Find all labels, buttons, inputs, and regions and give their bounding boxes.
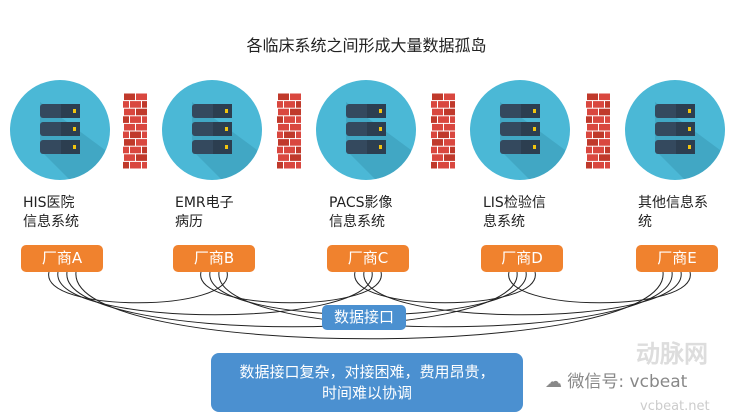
system-label-line1: LIS检验信 [483, 195, 546, 211]
firewall-brick-icon [272, 93, 313, 169]
summary-note: 数据接口复杂，对接困难，费用昂贵， 时间难以协调 [211, 353, 523, 412]
firewall-brick-icon [118, 93, 159, 169]
vendor-badge: 厂商A [21, 245, 103, 272]
vendor-badge: 厂商E [636, 245, 718, 272]
watermark-site: vcbeat.net [640, 399, 710, 414]
system-label-line2: 信息系统 [23, 214, 79, 230]
system-label: EMR电子病历 [175, 194, 265, 232]
vendor-badge: 厂商C [327, 245, 409, 272]
vendor-badge: 厂商B [173, 245, 255, 272]
data-interface-label: 数据接口 [322, 305, 406, 330]
system-label-line1: EMR电子 [175, 195, 234, 211]
system-label-line1: PACS影像 [329, 195, 393, 211]
system-label-line2: 息系统 [483, 214, 525, 230]
system-label-line2: 统 [638, 214, 652, 230]
system-label-line2: 信息系统 [329, 214, 385, 230]
connection-curve [57, 271, 373, 316]
wechat-icon: ☁ [545, 372, 568, 392]
system-label-line2: 病历 [175, 214, 203, 230]
system-label-line1: 其他信息系 [638, 195, 708, 211]
watermark-logo: 动脉网 [636, 340, 708, 368]
system-label: LIS检验信息系统 [483, 194, 573, 232]
connection-curve [66, 271, 518, 328]
connection-curve [218, 271, 673, 328]
connection-curve [48, 271, 228, 304]
system-label: PACS影像信息系统 [329, 194, 419, 232]
firewall-brick-icon [581, 93, 622, 169]
connection-curve [508, 271, 691, 304]
watermark-wechat: ☁ 微信号: vcbeat [545, 372, 687, 393]
watermark-wechat-text: 微信号: vcbeat [567, 372, 688, 392]
server-icon [10, 80, 110, 180]
firewall-brick-icon [426, 93, 467, 169]
system-label: HIS医院信息系统 [23, 194, 113, 232]
connection-curve [200, 271, 382, 304]
vendor-badge: 厂商D [481, 245, 563, 272]
system-label-line1: HIS医院 [23, 195, 75, 211]
server-icon [470, 80, 570, 180]
server-icon [316, 80, 416, 180]
summary-note-line2: 时间难以协调 [321, 384, 412, 402]
server-icon [625, 80, 725, 180]
diagram-title: 各临床系统之间形成大量数据孤岛 [246, 36, 487, 55]
connection-curve [363, 271, 682, 316]
system-label: 其他信息系统 [638, 194, 728, 232]
connection-curve [354, 271, 536, 304]
server-icon [162, 80, 262, 180]
summary-note-line1: 数据接口复杂，对接困难，费用昂贵， [239, 363, 495, 381]
